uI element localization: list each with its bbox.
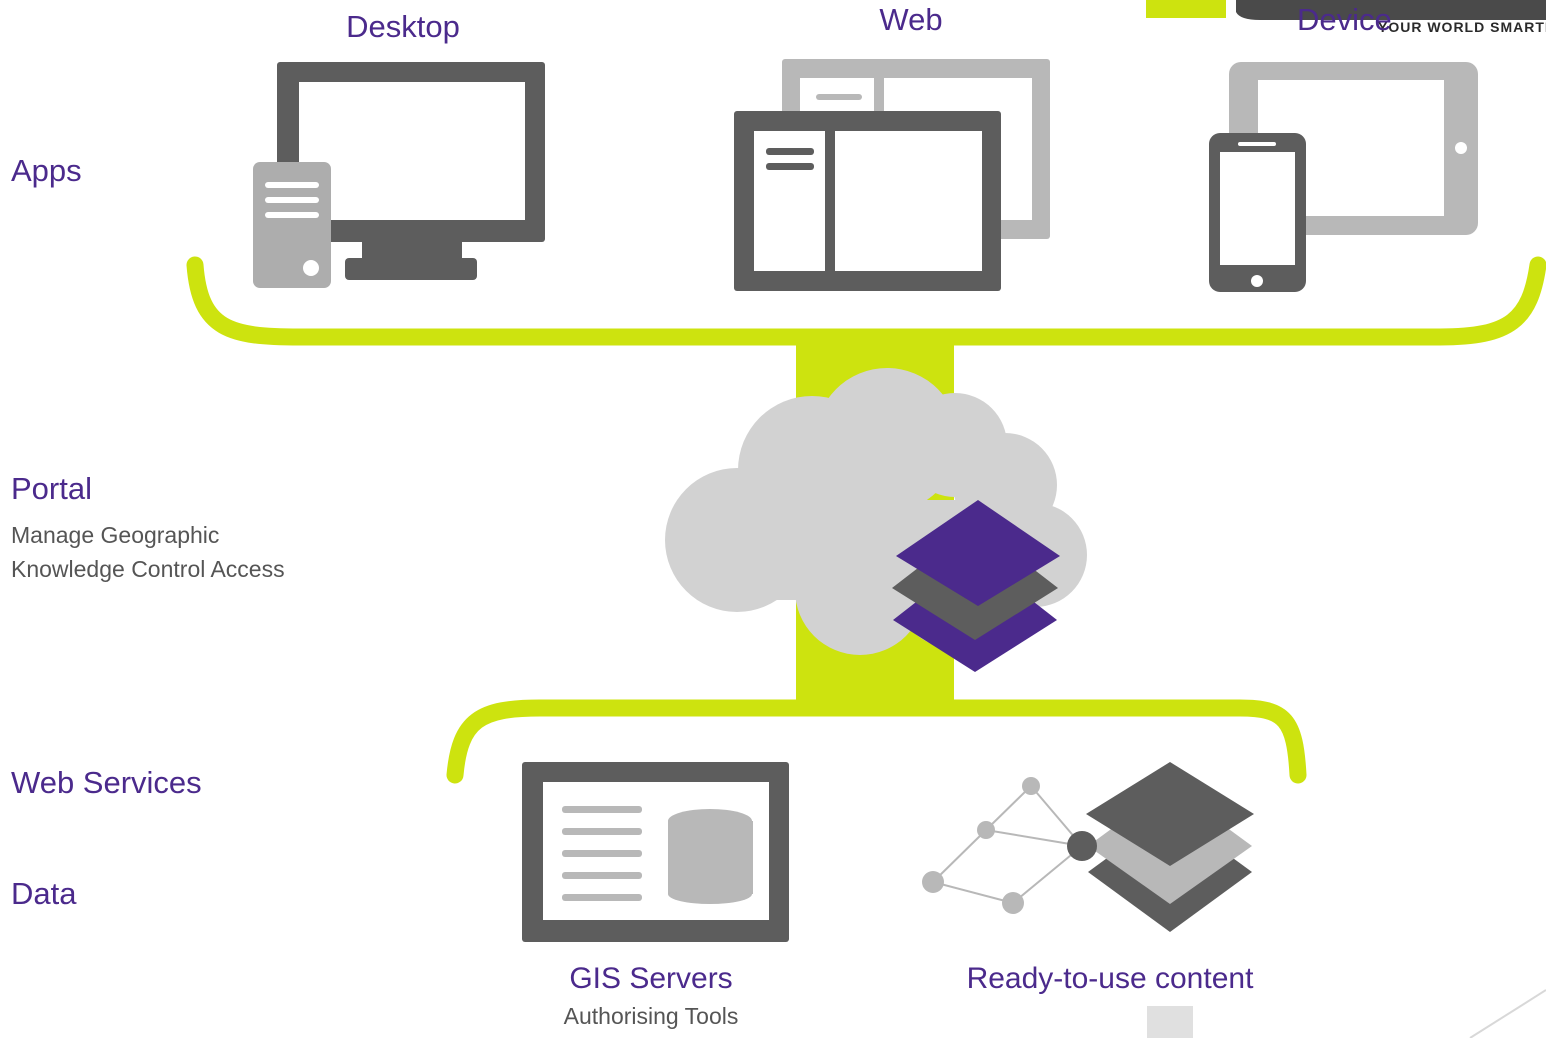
app-label-desktop: Desktop	[346, 9, 460, 44]
tier-label-web-services: Web Services	[11, 765, 202, 800]
web-browser-windows-icon	[734, 59, 1050, 291]
app-label-web: Web	[879, 2, 943, 37]
desktop-computer-icon	[253, 62, 545, 288]
company-logo	[1146, 0, 1546, 20]
logo-tagline: YOUR WORLD SMARTER	[1378, 19, 1546, 35]
tablet-and-phone-icon	[1209, 62, 1478, 292]
tier-label-portal: Portal	[11, 471, 92, 506]
tier-label-apps: Apps	[11, 153, 82, 188]
cloud-layers-icon	[665, 368, 1087, 672]
tier-label-data: Data	[11, 876, 77, 911]
service-label-ready-content: Ready-to-use content	[966, 962, 1254, 995]
service-sublabel-authorising-tools: Authorising Tools	[563, 1003, 739, 1029]
decorative-corner	[1147, 989, 1546, 1038]
service-label-gis-servers: GIS Servers	[569, 962, 733, 995]
network-layers-icon	[922, 762, 1254, 932]
server-database-icon	[522, 762, 789, 942]
portal-description: Manage Geographic Knowledge Control Acce…	[11, 522, 285, 582]
app-label-device: Device	[1297, 2, 1392, 37]
